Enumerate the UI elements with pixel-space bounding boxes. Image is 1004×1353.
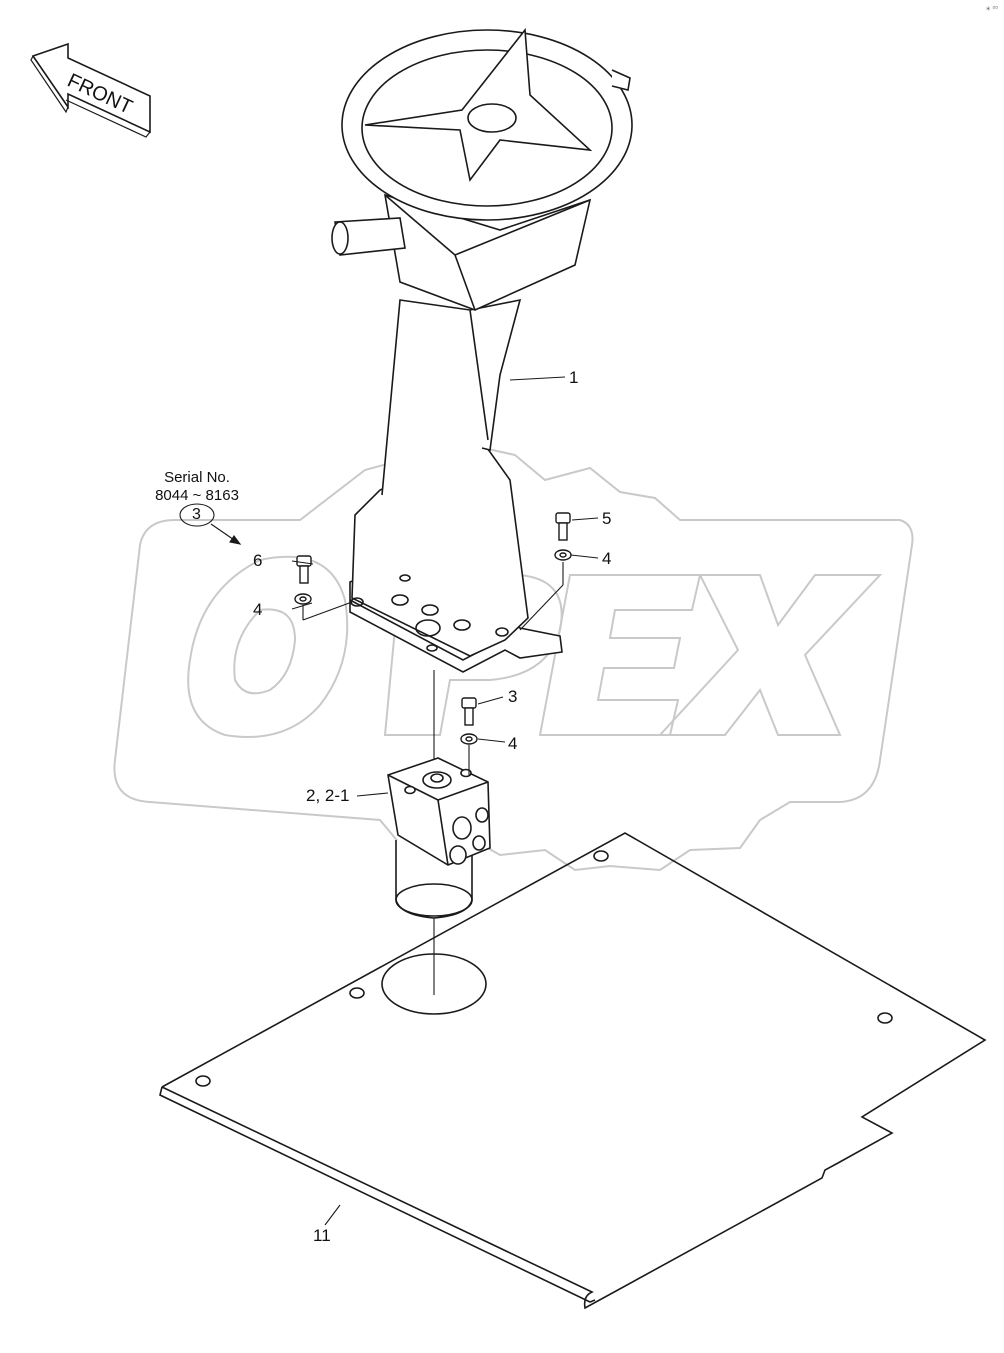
callout-bolt-lower: 3 [508,687,518,706]
serial-callout-number: 3 [192,506,201,523]
washer-lower [460,733,478,745]
callout-bolt-left: 6 [253,551,263,570]
washer-right [554,549,572,561]
bolt-lower [461,697,477,726]
callout-bolt-right: 5 [602,509,612,528]
steering-wheel [341,27,633,221]
serial-note-title: Serial No. [164,469,230,486]
steering-column [331,193,592,673]
opex-watermark [113,443,914,872]
callout-washer-lower: 4 [508,734,518,753]
fasteners [294,512,572,745]
washer-left [294,593,312,605]
corner-mark: ⁎ ▫▫ [986,3,998,12]
orbitrol-valve [387,757,491,919]
floor-plate [159,832,987,1310]
front-arrow: FRONT [30,42,151,138]
bolt-right [555,512,571,541]
bolt-left [296,555,312,584]
callout-column: 1 [569,368,579,387]
callout-floor-plate: 11 [313,1226,331,1245]
callout-washer-right: 4 [602,549,612,568]
leader-lines [179,376,599,1226]
serial-note: Serial No. 8044 ~ 8163 [127,469,267,505]
serial-note-range: 8044 ~ 8163 [155,487,239,504]
callout-washer-left: 4 [253,600,263,619]
callout-orbitrol: 2, 2-1 [306,786,350,805]
